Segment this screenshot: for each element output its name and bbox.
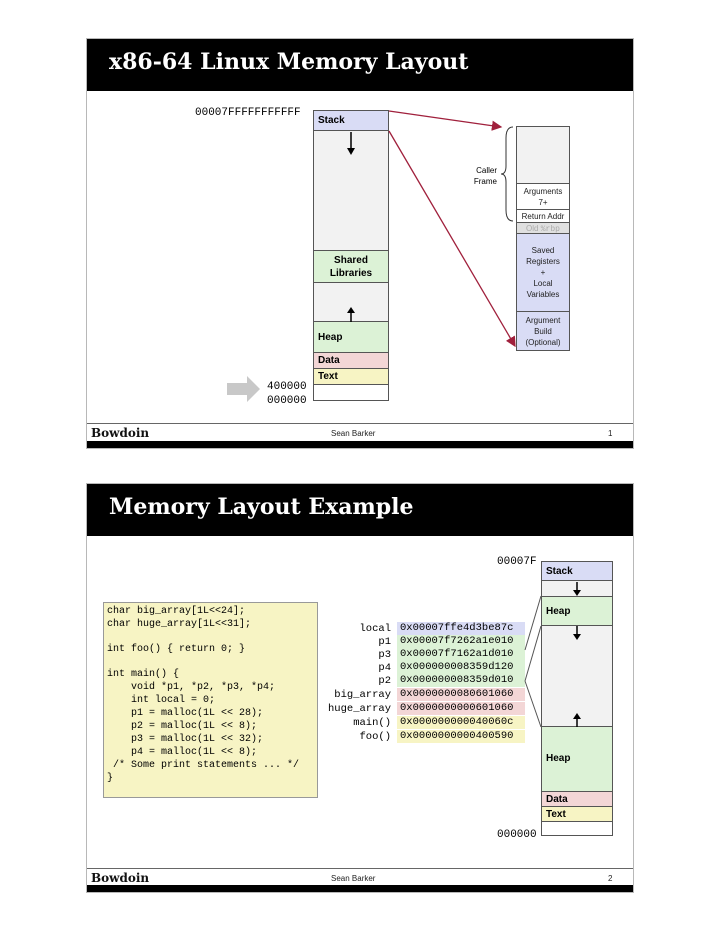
code-line: int main() {	[107, 669, 180, 680]
code-line: p3 = malloc(1L << 32);	[107, 734, 264, 745]
var-name: main()	[353, 717, 391, 729]
stack-grow-down-arrow-icon	[572, 582, 582, 601]
slide-1: x86-64 Linux Memory Layout 00007FFFFFFFF…	[86, 38, 634, 449]
slide-title: Memory Layout Example	[109, 494, 414, 520]
var-name: p1	[378, 636, 391, 648]
page-number: 1	[608, 429, 613, 438]
code-line: char huge_array[1L<<31];	[107, 619, 252, 630]
code-line: p1 = malloc(1L << 28);	[107, 708, 264, 719]
return-addr-label: Return Addr	[521, 212, 565, 221]
argument-build-box: Argument Build (Optional)	[516, 311, 570, 351]
heap-top-region: Heap	[541, 596, 613, 626]
shared-libraries-label-1: Shared	[334, 255, 368, 266]
stack-label: Stack	[318, 115, 345, 126]
data-label: Data	[546, 794, 568, 805]
saved-label-3: +	[540, 268, 546, 277]
var-address: 0x000000008359d010	[397, 674, 525, 687]
old-rbp-text: Old	[526, 224, 539, 233]
footer-rule	[87, 868, 633, 869]
title-bar: Memory Layout Example	[87, 484, 633, 536]
arguments-label-1: Arguments	[523, 187, 563, 196]
heap-top-grow-down-arrow-icon	[572, 626, 582, 645]
stack-zoom-arrows	[388, 110, 516, 348]
var-address: 0x0000000080601060	[397, 688, 525, 701]
data-label: Data	[318, 355, 340, 366]
code-line: p4 = malloc(1L << 8);	[107, 747, 258, 758]
var-address: 0x0000000000400590	[397, 730, 525, 743]
old-rbp-register: %rbp	[540, 225, 560, 234]
code-line: /* Some print statements ... */	[107, 760, 300, 771]
heap-label: Heap	[318, 332, 343, 343]
var-name: p2	[378, 675, 391, 687]
saved-label-4: Local	[533, 279, 553, 288]
var-name: big_array	[334, 689, 391, 701]
caller-frame-empty	[516, 126, 570, 184]
saved-label-5: Variables	[526, 290, 560, 299]
bottom-address: 000000	[497, 829, 537, 841]
argbuild-label-1: Argument	[525, 316, 561, 325]
address-000000: 000000	[267, 395, 307, 407]
heap-gap-region	[541, 625, 613, 727]
slide-title: x86-64 Linux Memory Layout	[109, 49, 469, 75]
code-listing: char big_array[1L<<24]; char huge_array[…	[103, 602, 318, 798]
bowdoin-logo: Bowdoin	[91, 871, 150, 885]
var-name: local	[359, 623, 391, 635]
heap-grow-up-arrow-icon	[346, 307, 356, 328]
stack-grow-down-arrow-icon	[346, 132, 356, 161]
caller-frame-brace-icon	[500, 126, 515, 227]
code-line: }	[107, 773, 114, 784]
address-connectors	[524, 595, 542, 728]
var-address: 0x000000008359d120	[397, 661, 525, 674]
var-address: 0x000000000040060c	[397, 716, 525, 729]
saved-label-2: Registers	[526, 257, 560, 266]
argbuild-label-3: (Optional)	[525, 338, 561, 347]
code-line: int local = 0;	[107, 695, 216, 706]
argbuild-label-2: Build	[534, 327, 552, 336]
page-number: 2	[608, 874, 613, 883]
footer-bar	[87, 885, 633, 892]
text-label: Text	[546, 809, 566, 820]
old-rbp-label: Old %rbp	[517, 223, 569, 235]
title-bar: x86-64 Linux Memory Layout	[87, 39, 633, 91]
shared-libraries-label-2: Libraries	[329, 268, 373, 279]
code-line: void *p1, *p2, *p3, *p4;	[107, 682, 276, 693]
shared-libraries-region: Shared Libraries	[313, 250, 389, 283]
address-400000: 400000	[267, 381, 307, 393]
heap-bottom-label: Heap	[546, 753, 571, 764]
heap-top-label: Heap	[546, 606, 571, 617]
code-line: p2 = malloc(1L << 8);	[107, 721, 258, 732]
data-region: Data	[541, 791, 613, 807]
heap-bottom-region: Heap	[541, 726, 613, 792]
var-address: 0x00007ffe4d3be87c	[397, 622, 525, 635]
saved-label-1: Saved	[531, 246, 555, 255]
code-line: char big_array[1L<<24];	[107, 606, 246, 617]
arrow-right-icon	[227, 376, 261, 407]
var-address: 0x0000000000601060	[397, 702, 525, 715]
bowdoin-logo: Bowdoin	[91, 426, 150, 440]
caller-frame-label-2: Frame	[473, 177, 497, 186]
stack-label: Stack	[546, 566, 573, 577]
var-address: 0x00007f7162a1d010	[397, 648, 525, 661]
footer-author: Sean Barker	[331, 874, 376, 883]
top-address: 00007FFFFFFFFFFF	[195, 107, 301, 119]
reserved-region	[541, 821, 613, 836]
footer-author: Sean Barker	[331, 429, 376, 438]
footer-bar	[87, 441, 633, 448]
code-line: int foo() { return 0; }	[107, 644, 246, 655]
var-name: huge_array	[327, 703, 391, 715]
caller-frame-label-1: Caller	[476, 166, 497, 175]
heap-bottom-grow-up-arrow-icon	[572, 713, 582, 732]
saved-registers-box: Saved Registers + Local Variables	[516, 233, 570, 312]
arguments-label-2: 7+	[538, 198, 548, 207]
footer-rule	[87, 423, 633, 424]
var-name: foo()	[359, 731, 391, 743]
var-name: p3	[378, 649, 391, 661]
slide-2: Memory Layout Example char big_array[1L<…	[86, 483, 634, 893]
text-label: Text	[318, 371, 338, 382]
var-address: 0x00007f7262a1e010	[397, 635, 525, 648]
top-address: 00007F	[497, 556, 537, 568]
reserved-region	[313, 384, 389, 401]
var-name: p4	[378, 662, 391, 674]
